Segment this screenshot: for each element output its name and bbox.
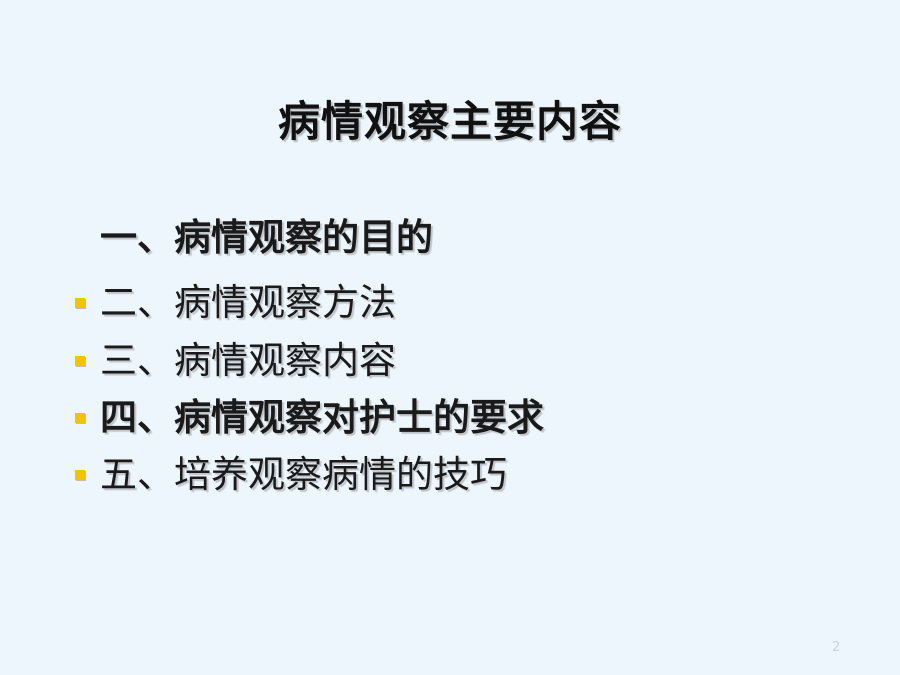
bullet-square-icon bbox=[75, 470, 85, 480]
list-item-text: 一、病情观察的目的 bbox=[100, 216, 433, 259]
list-item-text: 五、培养观察病情的技巧 bbox=[100, 453, 507, 496]
slide-title: 病情观察主要内容 bbox=[277, 97, 622, 146]
list-item-text: 四、病情观察对护士的要求 bbox=[100, 396, 544, 439]
bullet-square-icon bbox=[75, 298, 85, 308]
list-item-text: 二、病情观察方法 bbox=[100, 281, 396, 324]
list-item-text: 三、病情观察内容 bbox=[100, 339, 396, 382]
bullet-square-icon bbox=[75, 413, 85, 423]
page-number: 2 bbox=[832, 640, 841, 655]
bullet-square-icon bbox=[75, 356, 85, 366]
